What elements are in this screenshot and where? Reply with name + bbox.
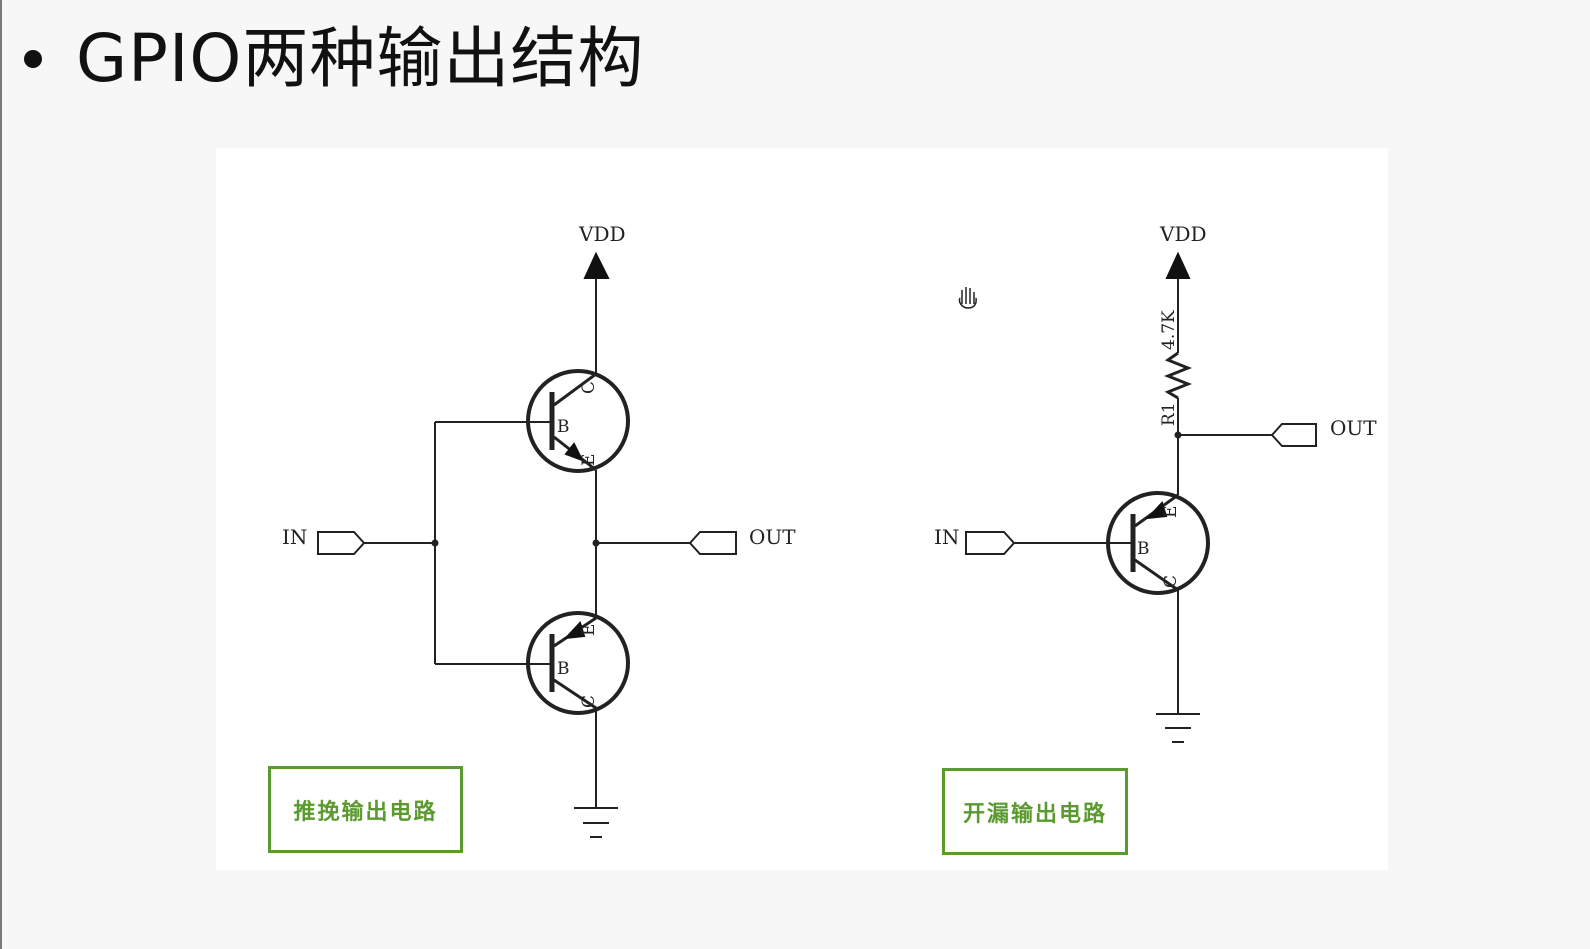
pp-upper-emitter-arrow-icon <box>564 442 585 462</box>
od-collector-label: C <box>1161 575 1181 588</box>
od-resistor-name: R1 <box>1159 402 1179 426</box>
od-out-port <box>1270 423 1317 447</box>
pp-ground-icon <box>574 807 618 838</box>
od-resistor-icon <box>1163 351 1193 400</box>
od-emitter-arrow-icon <box>1145 501 1168 520</box>
pp-lower-emitter-label: E <box>579 624 599 636</box>
pp-upper-emitter-label: E <box>579 454 599 466</box>
pp-lower-base-label: B <box>557 659 570 679</box>
slide-title: GPIO两种输出结构 <box>76 20 645 97</box>
pp-lower-emitter-arrow-icon <box>563 621 586 640</box>
od-in-label: IN <box>934 525 959 549</box>
pp-out-port <box>688 531 737 555</box>
od-emitter-label: E <box>1161 506 1181 518</box>
open-drain-caption-text: 开漏输出电路 <box>962 800 1107 827</box>
pp-in-port <box>317 531 366 555</box>
open-drain-caption: 开漏输出电路 <box>942 768 1128 855</box>
open-drain-circuit <box>965 251 1317 743</box>
od-vdd-label: VDD <box>1159 222 1207 246</box>
od-out-label: OUT <box>1330 416 1377 440</box>
pp-upper-base-label: B <box>557 417 570 437</box>
pp-vdd-label: VDD <box>578 222 626 246</box>
pp-in-label: IN <box>282 525 307 549</box>
od-in-port <box>965 531 1016 555</box>
slide-left-border <box>0 0 2 949</box>
hand-cursor-icon <box>958 287 977 309</box>
push-pull-circuit <box>317 251 737 838</box>
pp-out-label: OUT <box>749 525 796 549</box>
od-ground-icon <box>1156 713 1200 743</box>
od-base-label: B <box>1137 539 1150 559</box>
circuit-figure: VDD IN OUT B B C E E C VDD IN OUT B E C … <box>216 148 1388 870</box>
title-row: GPIO两种输出结构 <box>18 14 644 104</box>
od-vdd-arrow-icon <box>1165 251 1191 279</box>
od-resistor-value: 4.7K <box>1159 310 1179 350</box>
bullet-icon <box>24 50 42 68</box>
push-pull-caption: 推挽输出电路 <box>268 766 463 853</box>
pp-lower-collector-label: C <box>579 695 599 708</box>
pp-vdd-arrow-icon <box>583 251 610 279</box>
pp-upper-collector-label: C <box>579 381 599 394</box>
push-pull-caption-text: 推挽输出电路 <box>293 798 438 825</box>
circuit-svg: VDD IN OUT B B C E E C VDD IN OUT B E C … <box>282 222 1377 838</box>
